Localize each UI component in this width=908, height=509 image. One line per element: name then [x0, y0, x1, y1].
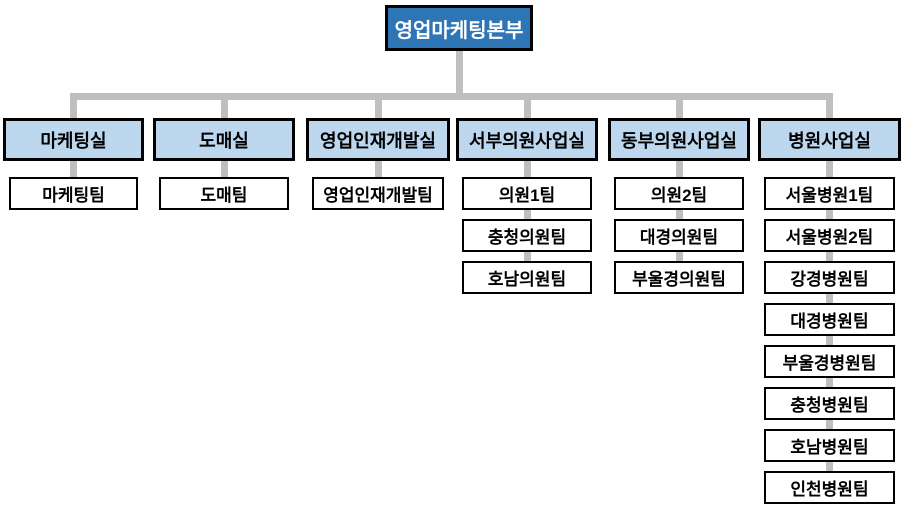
team-box-wholesale: 도매팀 — [159, 177, 289, 210]
connector-stem-west-clinic — [523, 158, 531, 271]
team-box-seoul-hospital-1: 서울병원1팀 — [764, 177, 895, 210]
team-box-daegyeong-clinic: 대경의원팀 — [614, 219, 744, 252]
team-box-honam-hospital: 호남병원팀 — [764, 429, 895, 462]
division-box-west-clinic: 서부의원사업실 — [456, 118, 598, 161]
team-box-chungcheong-hospital: 충청병원팀 — [764, 387, 895, 420]
connector-drop-hospital — [826, 100, 833, 118]
connector-drop-east-clinic — [675, 100, 683, 118]
team-box-hrd: 영업인재개발팀 — [312, 177, 444, 210]
team-box-buulgyeong-hospital: 부울경병원팀 — [764, 345, 895, 378]
division-box-marketing: 마케팅실 — [3, 118, 144, 161]
connector-stem-wholesale — [220, 158, 228, 182]
division-box-wholesale: 도매실 — [153, 118, 295, 161]
connector-bus — [70, 93, 833, 100]
connector-drop-hrd — [374, 100, 382, 118]
connector-drop-west-clinic — [523, 100, 531, 118]
connector-stem-marketing — [70, 158, 77, 182]
connector-drop-marketing — [70, 100, 77, 118]
division-box-hospital: 병원사업실 — [758, 118, 901, 161]
connector-root-stem — [455, 51, 463, 93]
team-box-ganggyeong-hospital: 강경병원팀 — [764, 261, 895, 294]
division-box-east-clinic: 동부의원사업실 — [608, 118, 750, 161]
team-box-incheon-hospital: 인천병원팀 — [764, 471, 895, 504]
team-box-honam-clinic: 호남의원팀 — [462, 261, 592, 294]
division-box-hrd: 영업인재개발실 — [306, 118, 450, 161]
connector-stem-east-clinic — [675, 158, 683, 271]
team-box-clinic-1: 의원1팀 — [462, 177, 592, 210]
root-box-sales-marketing-hq: 영업마케팅본부 — [385, 5, 533, 51]
team-box-daegyeong-hospital: 대경병원팀 — [764, 303, 895, 336]
team-box-seoul-hospital-2: 서울병원2팀 — [764, 219, 895, 252]
team-box-marketing: 마케팅팀 — [9, 177, 138, 210]
connector-stem-hrd — [374, 158, 382, 182]
team-box-clinic-2: 의원2팀 — [614, 177, 744, 210]
team-box-buulgyeong-clinic: 부울경의원팀 — [614, 261, 744, 294]
connector-drop-wholesale — [220, 100, 228, 118]
team-box-chungcheong-clinic: 충청의원팀 — [462, 219, 592, 252]
